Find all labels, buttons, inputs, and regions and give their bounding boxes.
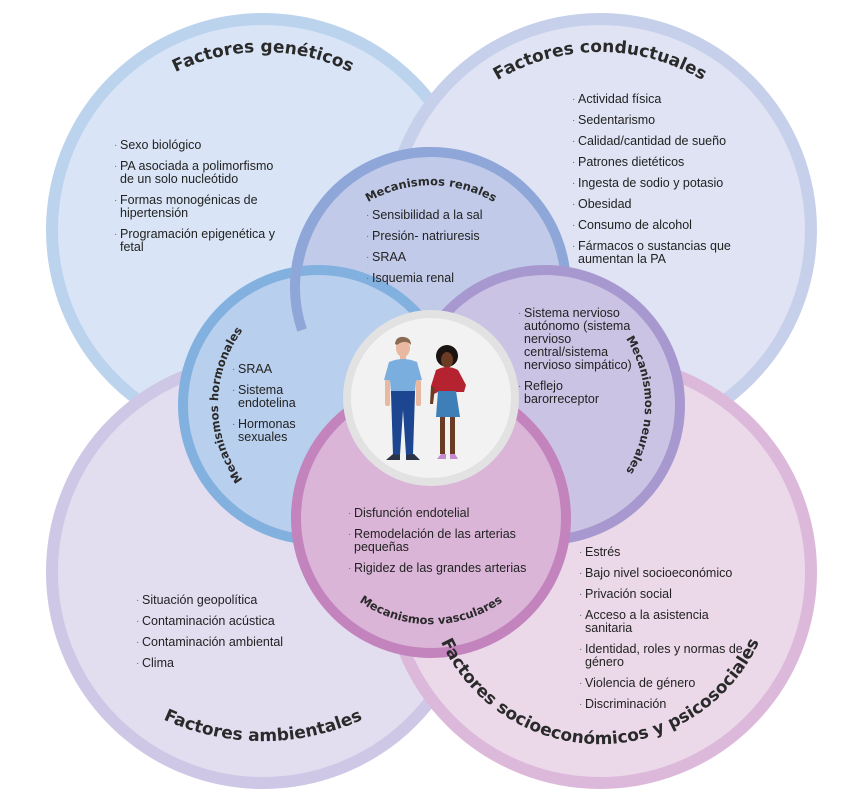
list-item: Privación social — [579, 588, 754, 602]
woman-shoe-right — [450, 454, 458, 459]
list-item: Ingesta de sodio y potasio — [572, 177, 737, 191]
woman-skirt — [436, 391, 460, 417]
list-item: Bajo nivel socioeconómico — [579, 567, 754, 581]
list-factores-geneticos: Sexo biológico PA asociada a polimorfismo… — [114, 139, 284, 262]
man-pants — [391, 393, 415, 455]
list-factores-conductuales: Actividad físicaSedentarismoCalidad/cant… — [572, 93, 737, 274]
man-hair — [395, 336, 411, 345]
man-left-arm — [385, 380, 390, 406]
list-item: Discriminación — [579, 698, 754, 712]
list-mecanismos-vasculares: Disfunción endotelialRemodelación de las… — [348, 507, 528, 583]
list-item: Situación geopolítica — [136, 594, 306, 608]
woman-head — [441, 352, 453, 368]
list-item: Reflejo barorreceptor — [518, 380, 638, 406]
list-item: Sensibilidad a la sal — [366, 209, 506, 223]
man-neck — [400, 355, 406, 360]
list-item: Contaminación ambiental — [136, 636, 306, 650]
man-head — [396, 339, 410, 357]
list-item: Sistema endotelina — [232, 384, 312, 410]
list-item: Identidad, roles y normas de género — [579, 643, 754, 669]
woman-shoe-left — [437, 454, 446, 459]
list-item: Contaminación acústica — [136, 615, 306, 629]
man-right-arm — [416, 380, 421, 406]
list-item: SRAA — [366, 251, 506, 265]
list-item: Calidad/cantidad de sueño — [572, 135, 737, 149]
list-item: Sexo biológico — [114, 139, 284, 153]
list-item: Violencia de género — [579, 677, 754, 691]
woman-arm-left — [430, 386, 435, 404]
man-shirt — [384, 359, 422, 392]
list-item: Patrones dietéticos — [572, 156, 737, 170]
list-item: PA asociada a polimorfismo de un solo nu… — [114, 160, 284, 186]
people-illustration — [384, 336, 466, 460]
list-item: Rigidez de las grandes arterias — [348, 562, 528, 576]
man-figure — [384, 336, 422, 460]
list-item: Sistema nervioso autónomo (sistema nervi… — [518, 307, 638, 372]
list-mecanismos-hormonales: SRAA Sistema endotelinaHormonas sexuales — [232, 363, 312, 452]
list-item: Presión- natriuresis — [366, 230, 506, 244]
list-factores-socioeconomicos: EstrésBajo nivel socioeconómicoPrivación… — [579, 546, 754, 719]
list-item: Isquemia renal — [366, 272, 506, 286]
list-item: Remodelación de las arterias pequeñas — [348, 528, 528, 554]
list-item: Acceso a la asistencia sanitaria — [579, 609, 754, 635]
list-mecanismos-renales: Sensibilidad a la salPresión- natriuresi… — [366, 209, 506, 293]
list-item: Consumo de alcohol — [572, 219, 737, 233]
list-item: Estrés — [579, 546, 754, 560]
list-mecanismos-neurales: Sistema nervioso autónomo (sistema nervi… — [518, 307, 638, 414]
list-item: SRAA — [232, 363, 312, 377]
list-item: Disfunción endotelial — [348, 507, 528, 521]
renales-arc-overlay — [290, 146, 432, 332]
list-item: Hormonas sexuales — [232, 418, 312, 444]
list-item: Sedentarismo — [572, 114, 737, 128]
list-item: Programación epigenética y fetal — [114, 228, 284, 254]
list-item: Fármacos o sustancias que aumentan la PA — [572, 240, 737, 266]
woman-top — [431, 367, 466, 394]
woman-leg-left — [440, 417, 445, 454]
woman-leg-right — [450, 417, 455, 454]
list-item: Formas monogénicas de hipertensión — [114, 194, 284, 220]
man-shoe-right — [406, 454, 420, 460]
man-belt — [391, 391, 415, 394]
woman-figure — [430, 345, 466, 459]
list-item: Clima — [136, 657, 306, 671]
list-item: Obesidad — [572, 198, 737, 212]
list-item: Actividad física — [572, 93, 737, 107]
list-factores-ambientales: Situación geopolíticaContaminación acúst… — [136, 594, 306, 678]
man-shoe-left — [386, 454, 400, 460]
